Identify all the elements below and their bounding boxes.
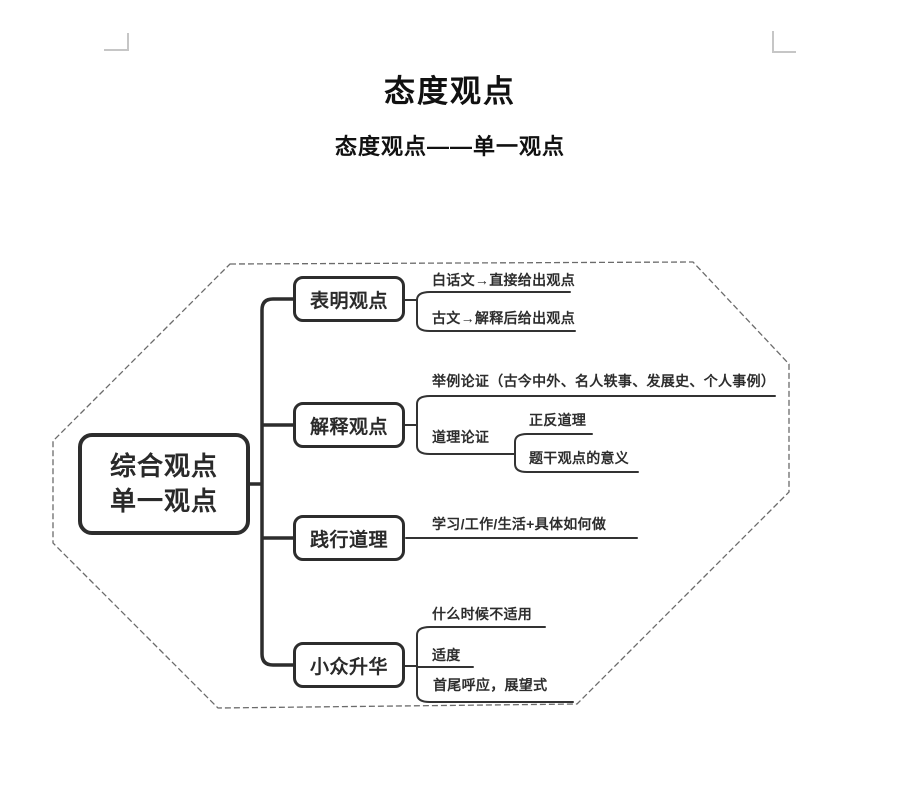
- root-node-line2: 单一观点: [109, 486, 218, 516]
- root-node: 综合观点 单一观点: [78, 433, 250, 535]
- branch-node-explain-viewpoint: 解释观点: [293, 402, 405, 448]
- mindmap-outline-octagon: [52, 261, 790, 709]
- leaf-label: 古文→解释后给出观点: [432, 310, 575, 326]
- spine-connector: [248, 297, 295, 667]
- leaf-label: 正反道理: [529, 412, 587, 428]
- leaf-label: 学习/工作/生活+具体如何做: [432, 516, 607, 532]
- page-corner-mark-top-left-icon: [104, 33, 129, 51]
- root-node-line1: 综合观点: [109, 450, 218, 481]
- leaf-label: 首尾呼应，展望式: [433, 677, 548, 693]
- leaf-label: 举例论证（古今中外、名人轶事、发展史、个人事例）: [432, 373, 776, 389]
- leaf-label: 道理论证: [432, 429, 490, 445]
- page-corner-mark-top-right-icon: [772, 31, 796, 53]
- leaf-label: 白话文→直接给出观点: [432, 272, 575, 288]
- page-subtitle: 态度观点——单一观点: [334, 134, 565, 159]
- branch-node-state-viewpoint: 表明观点: [293, 276, 405, 322]
- leaf-label: 什么时候不适用: [432, 606, 533, 622]
- page-title: 态度观点: [384, 74, 516, 109]
- branch1-connector: [404, 291, 576, 332]
- leaf-label: 题干观点的意义: [529, 450, 630, 466]
- leaf-label: 适度: [432, 647, 461, 663]
- branch-node-niche-sublimation: 小众升华: [293, 642, 405, 688]
- branch2-connector: [404, 395, 776, 473]
- branch4-connector: [404, 626, 574, 703]
- branch-node-practice-principle: 践行道理: [293, 515, 405, 561]
